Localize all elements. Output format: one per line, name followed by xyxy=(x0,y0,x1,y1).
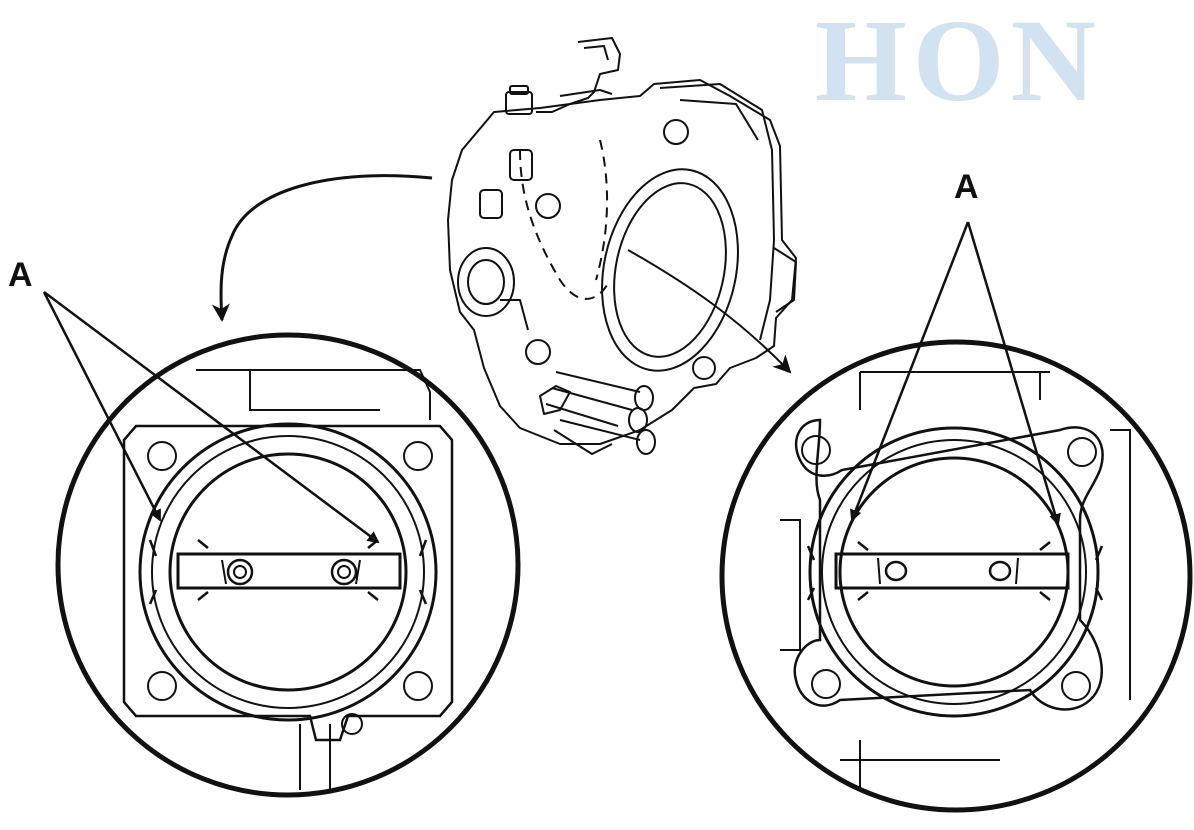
watermark-area: HON xyxy=(0,0,1194,140)
detail-view-left xyxy=(55,332,521,798)
callout-label-a-left: A xyxy=(8,256,33,294)
callout-arrows-left xyxy=(42,290,380,544)
callout-label-a-right: A xyxy=(954,168,979,206)
view-arrow-left xyxy=(211,174,433,322)
callout-arrows-right xyxy=(850,221,1061,526)
detail-view-right xyxy=(719,339,1193,813)
throttle-body xyxy=(447,37,797,455)
brand-watermark: HON xyxy=(815,0,1102,126)
